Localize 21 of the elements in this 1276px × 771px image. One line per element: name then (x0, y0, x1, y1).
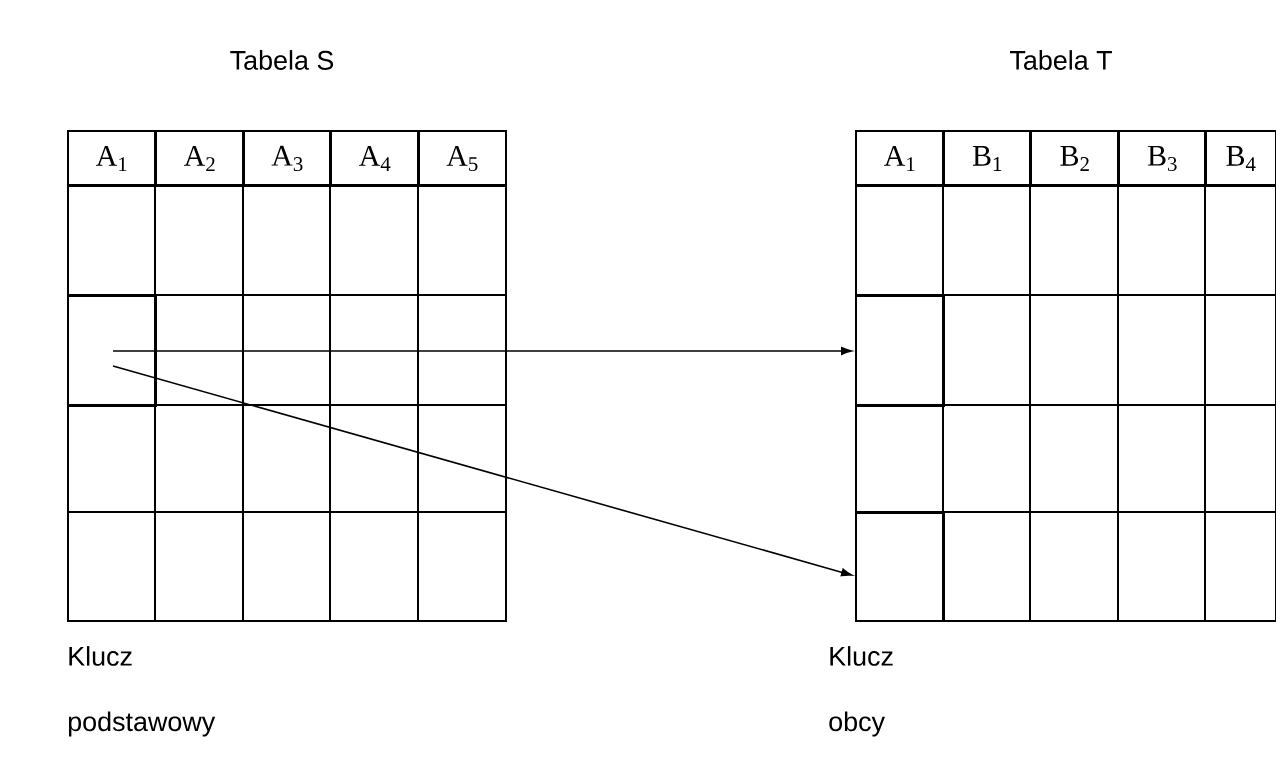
header-cell: B$_{1}$ (943, 130, 1032, 187)
header-cell: A$_{1}$ (855, 130, 945, 187)
table-cell (67, 295, 157, 407)
header-cell: B$_{4}$ (1205, 130, 1276, 187)
arrow (112, 347, 852, 355)
node-label: Tabela T (1010, 50, 1112, 70)
caption-text: obcy (829, 711, 885, 737)
arrow (112, 365, 853, 577)
caption-text: Klucz (69, 646, 132, 666)
header-cell: A$_{4}$ (330, 130, 420, 187)
header-cell: A$_{3}$ (243, 130, 332, 187)
caption-text: podstawowy (68, 711, 216, 737)
header-cell: A$_{5}$ (418, 130, 507, 187)
node-label: Tabela S (230, 50, 334, 70)
header-cell: A$_{1}$ (67, 130, 157, 187)
header-cell: A$_{2}$ (155, 130, 245, 187)
table-cell (855, 512, 945, 622)
table-cell (855, 295, 945, 407)
caption-text: Klucz (830, 646, 893, 666)
header-cell: B$_{2}$ (1030, 130, 1120, 187)
header-cell: B$_{3}$ (1118, 130, 1207, 187)
